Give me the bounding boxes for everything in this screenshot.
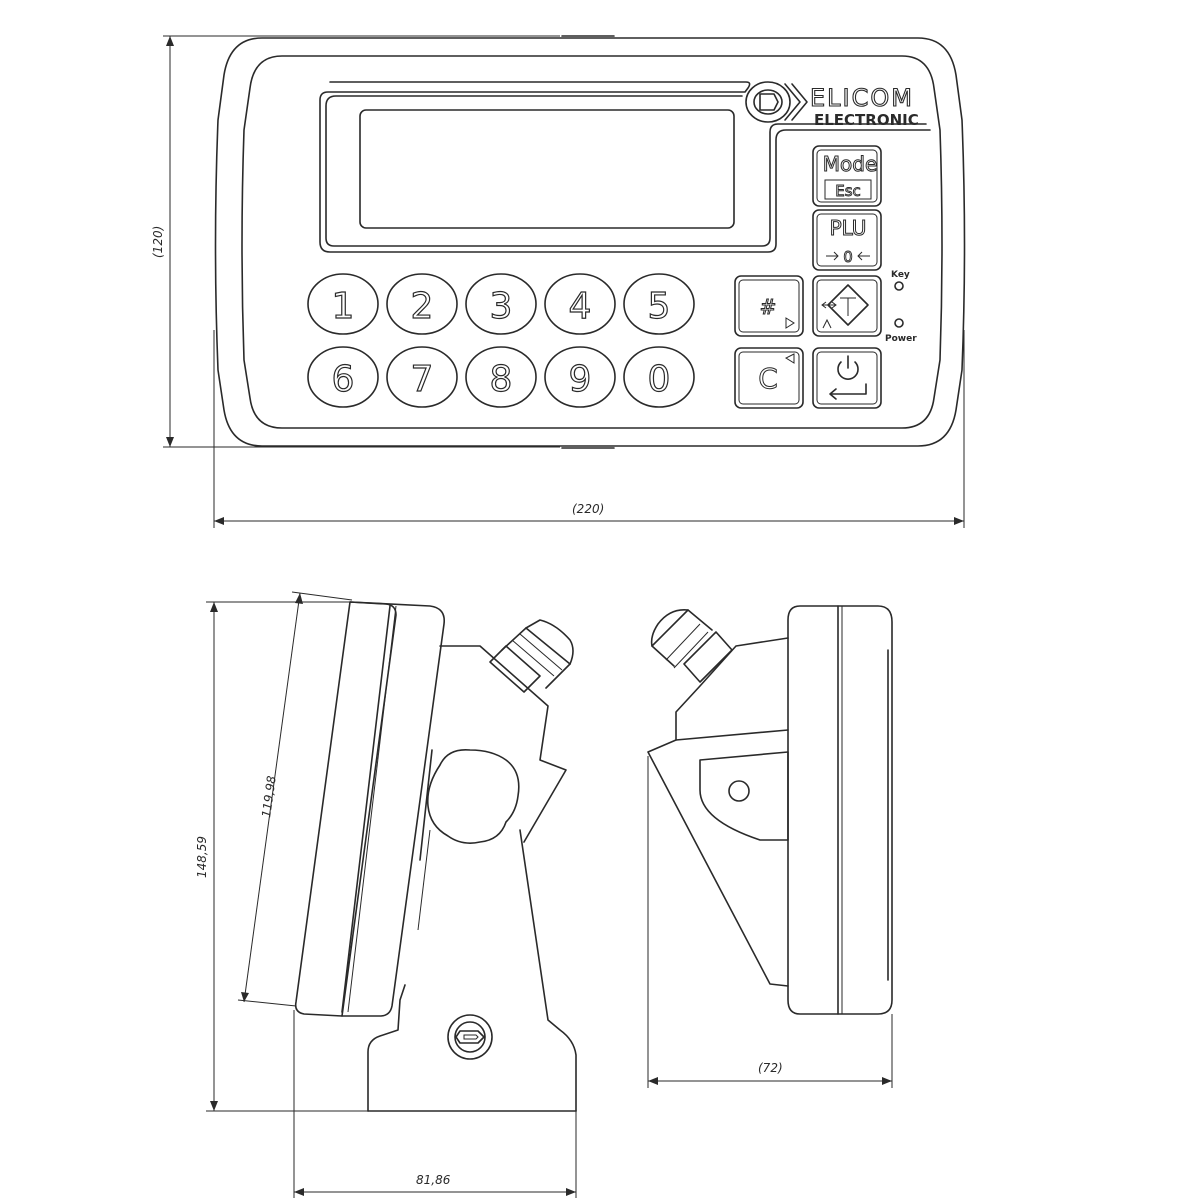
arrow-right-icon	[826, 251, 839, 261]
panel-back-ridge	[417, 829, 431, 931]
key-label: 1	[332, 286, 355, 327]
key-1[interactable]	[307, 273, 379, 335]
key-3[interactable]	[465, 273, 537, 335]
key-8[interactable]	[465, 346, 537, 408]
key-label: 0	[648, 359, 671, 400]
dim-front-width: (220)	[213, 330, 965, 528]
power-led: Power	[885, 318, 917, 344]
power-enter-button[interactable]	[812, 347, 882, 409]
brand-name: ELICOM	[810, 84, 914, 112]
enter-arrow-icon	[829, 383, 867, 400]
key-led: Key	[891, 270, 910, 291]
bracket-plate	[675, 729, 789, 841]
dim-panel-height: 119,98	[237, 591, 353, 1007]
double-arrow-icon	[821, 301, 837, 309]
mode-label: Mode	[823, 152, 878, 176]
key-led-label: Key	[891, 270, 910, 280]
digit-keys-row-1: 1 2 3 4 5	[307, 273, 695, 335]
key-9[interactable]	[544, 346, 616, 408]
front-view: ELICOM ELECTRONIC 1 2 3 4 5 6 7 8 9	[151, 35, 966, 528]
clear-button[interactable]: C	[734, 347, 804, 409]
key-label: 3	[490, 286, 513, 327]
plu-zero-button[interactable]: PLU 0	[812, 209, 882, 271]
clear-label: C	[758, 362, 778, 395]
panel-front-face	[294, 601, 397, 1017]
housing-side	[787, 605, 893, 1015]
key-2[interactable]	[386, 273, 458, 335]
dim-front-height-label: (120)	[151, 226, 165, 258]
hash-button[interactable]: #	[734, 275, 804, 337]
lcd-display	[359, 109, 735, 229]
key-label: 2	[411, 286, 434, 327]
display-frame-inner	[325, 95, 927, 247]
key-label: 5	[648, 286, 671, 327]
esc-label: Esc	[835, 182, 861, 200]
stand-base	[367, 829, 577, 1112]
tare-t-icon	[840, 297, 856, 316]
cable-gland-side	[650, 608, 733, 683]
elicom-logo: ELICOM ELECTRONIC	[745, 81, 919, 129]
dim-front-width-label: (220)	[572, 502, 604, 516]
dim-front-height: (120)	[151, 35, 560, 448]
key-4[interactable]	[544, 273, 616, 335]
key-6[interactable]	[307, 346, 379, 408]
panel-seam-2	[347, 605, 397, 1013]
arrow-left-icon	[857, 251, 870, 261]
key-7[interactable]	[386, 346, 458, 408]
tare-button[interactable]	[812, 275, 882, 337]
mode-esc-button[interactable]: Mode Esc	[812, 145, 882, 207]
plu-label: PLU	[830, 216, 867, 240]
panel-seam	[341, 605, 391, 1013]
base-logo	[447, 1014, 493, 1060]
dim-back-depth: (72)	[647, 756, 893, 1088]
pivot-hole	[728, 780, 750, 802]
zero-label: 0	[843, 248, 853, 266]
bracket-side	[647, 637, 789, 987]
triangle-left-icon	[784, 353, 795, 364]
side-view-right: (72)	[647, 605, 893, 1088]
knob	[426, 748, 520, 844]
housing-inner	[241, 55, 943, 429]
cable-gland	[489, 619, 574, 693]
tare-diamond-icon	[827, 284, 869, 326]
dim-side-height-label: 148,59	[195, 836, 209, 878]
key-label: 6	[332, 359, 355, 400]
power-led-label: Power	[885, 334, 917, 344]
dim-panel-height-label: 119,98	[259, 775, 279, 819]
hash-label: #	[760, 295, 777, 319]
side-view-left: 148,59 119,98 81,86	[195, 591, 577, 1198]
housing-outer	[214, 37, 966, 447]
key-label: 4	[569, 286, 592, 327]
dim-side-depth: 81,86	[293, 1010, 577, 1198]
key-label: 9	[569, 359, 592, 400]
display-frame-outer	[319, 81, 931, 253]
dim-side-depth-label: 81,86	[416, 1173, 451, 1187]
panel-body	[341, 601, 446, 1017]
key-5[interactable]	[623, 273, 695, 335]
key-label: 8	[490, 359, 513, 400]
key-label: 7	[411, 359, 434, 400]
dim-back-depth-label: (72)	[758, 1061, 783, 1075]
dim-side-height: 148,59	[195, 601, 368, 1112]
bracket	[419, 645, 567, 861]
triangle-right-icon	[785, 317, 795, 329]
digit-keys-row-2: 6 7 8 9 0	[307, 346, 695, 408]
triangle-up-icon	[822, 318, 832, 329]
key-0[interactable]	[623, 346, 695, 408]
brand-subtitle: ELECTRONIC	[814, 111, 919, 129]
power-icon	[837, 361, 859, 380]
